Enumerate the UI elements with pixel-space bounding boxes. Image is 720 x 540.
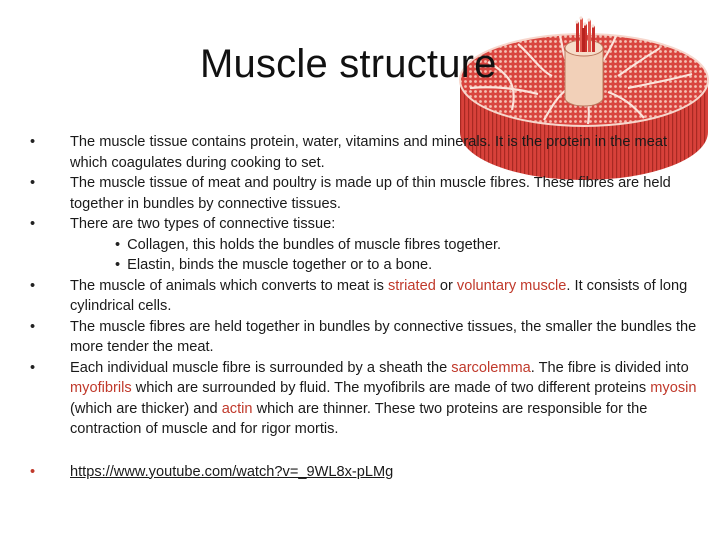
list-item: • Each individual muscle fibre is surrou… xyxy=(30,358,700,440)
list-item: • The muscle of animals which converts t… xyxy=(30,276,700,317)
bullet-list: • The muscle tissue contains protein, wa… xyxy=(30,132,700,482)
bullet-icon: • xyxy=(30,463,36,480)
bullet-text: Each individual muscle fibre is surround… xyxy=(70,359,452,376)
highlight-term: voluntary muscle xyxy=(456,277,567,294)
list-item-link: • https://www.youtube.com/watch?v=_9WL8x… xyxy=(30,462,700,483)
sub-bullet-text: Elastin, binds the muscle together or to… xyxy=(127,257,433,273)
list-item: • The muscle fibres are held together in… xyxy=(30,317,700,358)
bullet-text: or xyxy=(435,277,457,294)
bullet-icon: • xyxy=(115,236,121,253)
bullet-icon: • xyxy=(30,277,36,294)
list-item: • The muscle tissue of meat and poultry … xyxy=(30,173,700,214)
sub-bullet-text: Collagen, this holds the bundles of musc… xyxy=(127,236,502,253)
bullet-icon: • xyxy=(30,359,36,376)
bullet-icon: • xyxy=(30,134,36,150)
bullet-text: The muscle fibres are held together in b… xyxy=(70,318,697,356)
highlight-term: actin xyxy=(221,400,253,417)
bullet-text: . The fibre is divided into xyxy=(530,359,689,376)
bullet-icon: • xyxy=(115,257,121,273)
bullet-text: (which are thicker) and xyxy=(70,400,222,417)
bullet-text: There are two types of connective tissue… xyxy=(70,216,336,232)
video-link[interactable]: https://www.youtube.com/watch?v=_9WL8x-p… xyxy=(70,463,394,480)
bullet-icon: • xyxy=(30,216,36,232)
sub-list-item: • Collagen, this holds the bundles of mus… xyxy=(30,235,700,256)
list-item: • There are two types of connective tiss… xyxy=(30,214,700,235)
bullet-text: . It consists of long cylindrical cells. xyxy=(70,277,688,315)
highlight-term: myofibrils xyxy=(70,380,132,396)
highlight-term: striated xyxy=(387,277,436,294)
highlight-term: myosin xyxy=(650,380,697,396)
highlight-term: sarcolemma xyxy=(451,359,531,376)
bullet-icon: • xyxy=(30,175,36,191)
bullet-text: The muscle of animals which converts to … xyxy=(70,277,388,294)
slide-title: Muscle structure xyxy=(200,42,497,86)
list-item: • The muscle tissue contains protein, wa… xyxy=(30,132,700,173)
muscle-cross-section-icon xyxy=(459,16,709,180)
bullet-text: which are surrounded by fluid. The myofi… xyxy=(131,380,651,396)
bullet-icon: • xyxy=(30,318,36,335)
bullet-text: The muscle tissue contains protein, wate… xyxy=(70,134,668,171)
sub-list-item: • Elastin, binds the muscle together or t… xyxy=(30,255,700,276)
spacer xyxy=(30,440,700,462)
bullet-text: The muscle tissue of meat and poultry is… xyxy=(70,175,671,212)
bullet-text: which are thinner. These two proteins ar… xyxy=(70,400,648,438)
